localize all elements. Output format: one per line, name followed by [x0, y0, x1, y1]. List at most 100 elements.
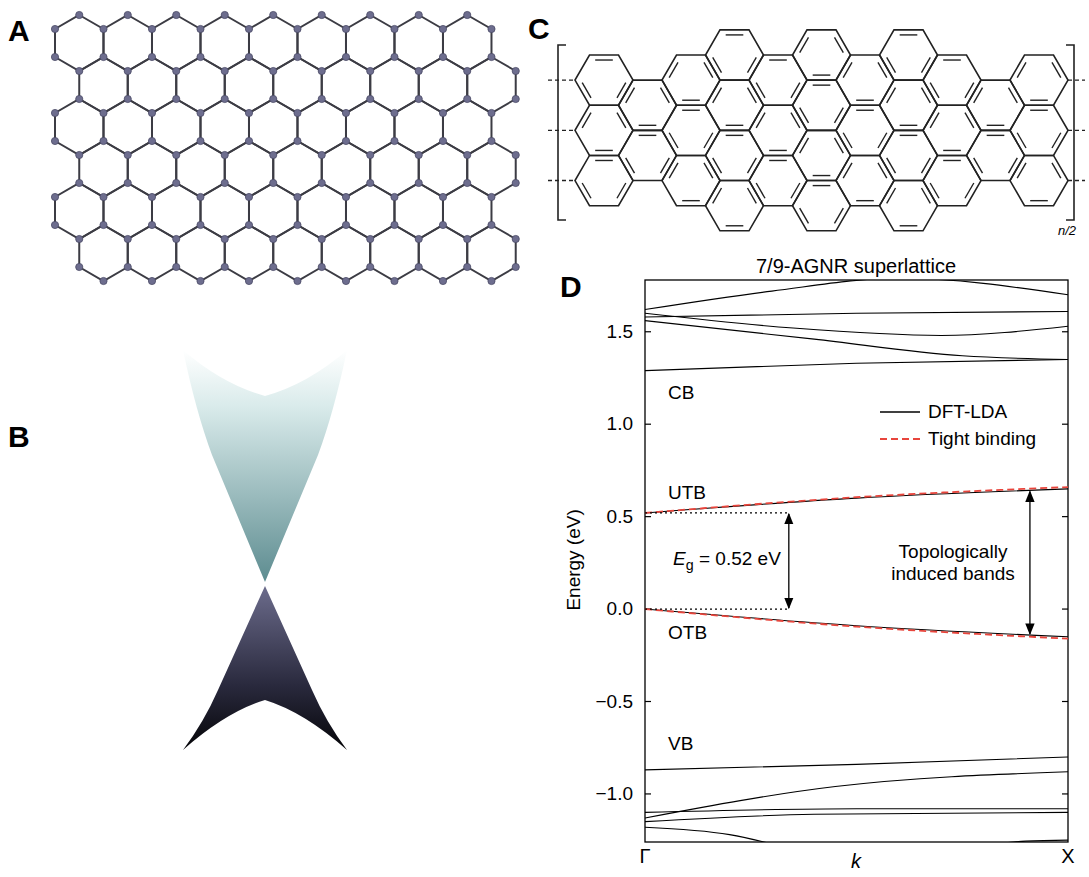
carbon-atom: [245, 221, 252, 228]
carbon-atom: [367, 95, 374, 102]
double-bond: [965, 83, 974, 98]
carbon-atom: [342, 277, 349, 284]
axis-tick: [1062, 793, 1068, 794]
carbon-atom: [512, 67, 519, 74]
carbon-bond: [200, 183, 248, 239]
carbon-bond: [394, 15, 442, 71]
tick-label: −0.5: [595, 691, 633, 713]
carbon-bond: [225, 141, 273, 197]
carbon-bond: [273, 141, 321, 197]
carbon-bond: [249, 99, 297, 155]
legend-sample: [878, 433, 922, 445]
ring-bond: [836, 55, 894, 105]
gap-label: Eg = 0.52 eV: [673, 548, 781, 573]
carbon-atom: [391, 221, 398, 228]
k-point-label: Γ: [639, 845, 650, 868]
tick-label: −1.0: [595, 783, 633, 805]
ring-bond: [923, 105, 981, 155]
dft-band: [645, 809, 1068, 813]
carbon-bond: [249, 183, 297, 239]
double-bond: [582, 83, 591, 98]
carbon-atom: [294, 221, 301, 228]
carbon-bond: [128, 57, 176, 113]
ring-bond: [749, 105, 807, 155]
carbon-atom: [391, 277, 398, 284]
panel-letter: B: [8, 420, 30, 455]
carbon-atom: [391, 193, 398, 200]
dft-band: [645, 609, 1068, 637]
carbon-atom: [415, 67, 422, 74]
carbon-atom: [294, 109, 301, 116]
dft-band: [645, 812, 1068, 821]
double-bond: [921, 188, 930, 203]
double-bond: [682, 200, 700, 201]
double-bond: [800, 108, 809, 123]
carbon-atom: [512, 263, 519, 270]
double-bond: [943, 150, 961, 151]
panel-letter: C: [528, 12, 550, 47]
carbon-bond: [200, 99, 248, 155]
gap-guide-dotted: [645, 512, 789, 513]
ring-bond: [575, 155, 633, 205]
carbon-atom: [342, 109, 349, 116]
carbon-bond: [273, 57, 321, 113]
carbon-atom: [367, 263, 374, 270]
double-bond: [713, 88, 722, 103]
carbon-atom: [488, 53, 495, 60]
double-bond: [669, 62, 678, 77]
double-bond: [595, 160, 613, 161]
carbon-bond: [200, 15, 248, 71]
repeat-count: n/2: [1058, 224, 1076, 239]
carbon-atom: [488, 221, 495, 228]
double-bond: [987, 125, 1005, 126]
carbon-atom: [488, 193, 495, 200]
carbon-atom: [51, 193, 58, 200]
carbon-atom: [245, 277, 252, 284]
ring-bond: [880, 181, 938, 231]
dft-band: [645, 489, 1068, 513]
carbon-bond: [152, 99, 200, 155]
ring-bond: [967, 130, 1025, 180]
carbon-atom: [488, 137, 495, 144]
carbon-atom: [342, 53, 349, 60]
ring-bond: [1010, 105, 1068, 155]
double-bond: [900, 34, 918, 35]
double-bond: [887, 188, 896, 203]
axis-tick: [645, 331, 651, 332]
carbon-atom: [512, 95, 519, 102]
carbon-atom: [391, 109, 398, 116]
legend: DFT-LDATight binding: [878, 398, 1036, 452]
carbon-bond: [152, 183, 200, 239]
k-point-label: X: [1061, 845, 1074, 868]
double-bond: [582, 183, 591, 198]
ring-bond: [923, 55, 981, 105]
carbon-bond: [419, 141, 467, 197]
double-bond: [713, 158, 722, 173]
carbon-atom: [51, 221, 58, 228]
carbon-atom: [488, 277, 495, 284]
double-bond: [930, 183, 939, 198]
carbon-bond: [176, 57, 224, 113]
carbon-atom: [342, 193, 349, 200]
carbon-atom: [51, 53, 58, 60]
double-bond: [834, 108, 843, 123]
carbon-atom: [415, 263, 422, 270]
axis-tick: [1062, 424, 1068, 425]
carbon-atom: [391, 137, 398, 144]
carbon-atom: [488, 25, 495, 32]
dft-band: [645, 321, 1068, 360]
carbon-bond: [55, 183, 103, 239]
band-annotation: Topologically induced bands: [880, 541, 1026, 585]
carbon-bond: [176, 141, 224, 197]
carbon-atom: [76, 95, 83, 102]
double-bond: [769, 59, 787, 60]
carbon-bond: [322, 141, 370, 197]
dirac-cone: [183, 350, 347, 750]
double-bond: [756, 83, 765, 98]
double-bond: [1030, 110, 1048, 111]
carbon-atom: [100, 193, 107, 200]
carbon-atom: [100, 137, 107, 144]
double-bond: [704, 133, 713, 148]
ring-bond: [880, 30, 938, 80]
double-bond: [726, 135, 744, 136]
